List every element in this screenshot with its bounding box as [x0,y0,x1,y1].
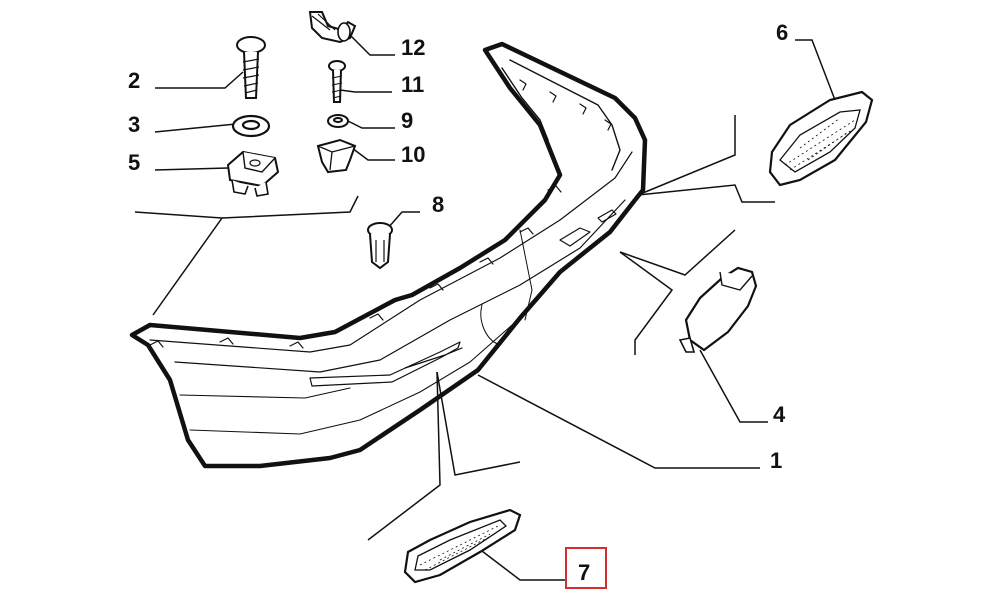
label-3: 3 [128,112,140,137]
label-5: 5 [128,150,140,175]
part-8-rivet [367,222,393,270]
part-5-clip [226,150,280,197]
label-6: 6 [776,20,788,45]
label-11: 11 [401,72,424,97]
part-6-reflector [768,90,874,187]
label-1: 1 [770,448,782,473]
part-3-washer [231,114,271,138]
label-9: 9 [401,108,413,133]
callout-numbers: 1 2 3 4 5 6 7 8 9 10 11 12 [128,20,788,585]
part-12-rivet [308,11,357,44]
bumper [129,41,648,469]
part-10-clip [316,138,357,174]
label-8: 8 [432,192,444,217]
label-2: 2 [128,68,140,93]
highlight-box [565,547,607,589]
label-12: 12 [401,35,425,60]
part-7-reflector [403,508,522,584]
bumper-outline [129,41,648,469]
part-4-cover [678,266,758,353]
leader-lines [134,29,836,581]
part-2-screw [236,36,266,99]
part-9-washer [327,114,349,128]
label-10: 10 [401,142,425,167]
label-7: 7 [578,560,590,585]
part-11-screw [328,60,346,103]
label-4: 4 [773,402,786,427]
